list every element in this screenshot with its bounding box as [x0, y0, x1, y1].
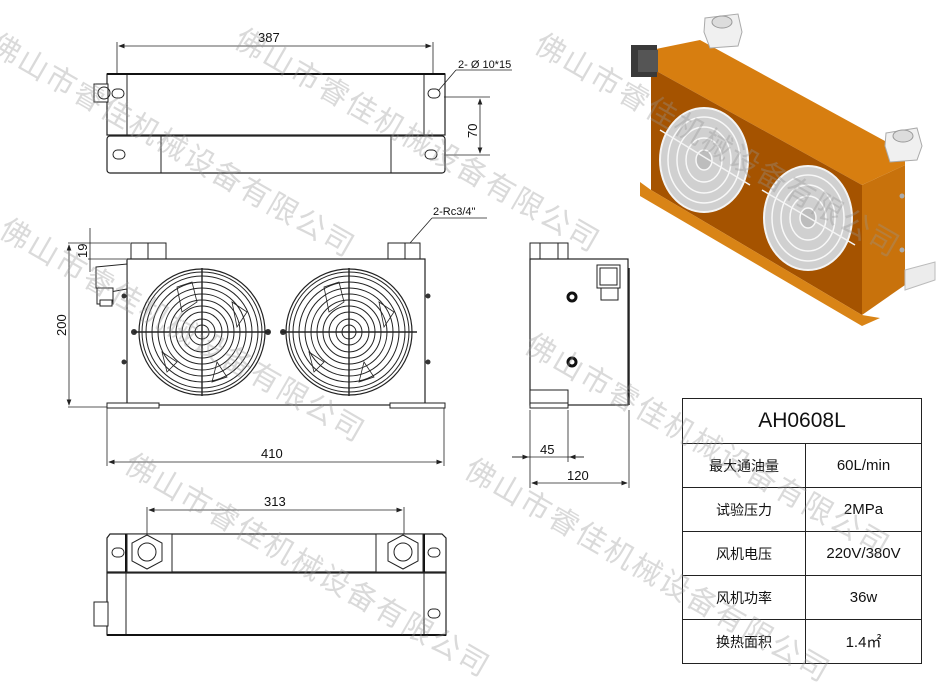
spec-row: 风机电压 220V/380V	[682, 531, 922, 576]
dim-313: 313	[264, 494, 286, 509]
technical-drawing: 387 70 2- Ø 10*15	[54, 13, 936, 636]
dim-410: 410	[261, 446, 283, 461]
spec-value: 220V/380V	[805, 531, 922, 576]
dim-45: 45	[540, 442, 554, 457]
top-view: 387 70 2- Ø 10*15	[93, 30, 512, 174]
spec-row: 风机功率 36w	[682, 575, 922, 620]
spec-value: 1.4㎡	[805, 619, 922, 664]
dim-port-spec: 2-Rc3/4"	[433, 206, 476, 218]
product-render	[631, 13, 936, 326]
spec-title: AH0608L	[682, 398, 922, 444]
spec-value: 60L/min	[805, 443, 922, 488]
dim-120: 120	[567, 468, 589, 483]
spec-value: 36w	[805, 575, 922, 620]
spec-table: AH0608L 最大通油量 60L/min 试验压力 2MPa 风机电压 220…	[682, 398, 922, 664]
side-view: 45 120	[512, 242, 630, 488]
spec-row: 换热面积 1.4㎡	[682, 619, 922, 664]
spec-row: 试验压力 2MPa	[682, 487, 922, 532]
dim-200: 200	[54, 314, 69, 336]
spec-row: 最大通油量 60L/min	[682, 443, 922, 488]
dim-hole-spec: 2- Ø 10*15	[458, 59, 511, 71]
spec-label: 试验压力	[682, 487, 806, 532]
dim-19: 19	[75, 244, 90, 258]
dim-387: 387	[258, 30, 280, 45]
spec-label: 换热面积	[682, 619, 806, 664]
bottom-view: 313	[93, 494, 447, 636]
front-view: 19 200 410 2-Rc3/4"	[54, 206, 487, 466]
spec-value: 2MPa	[805, 487, 922, 532]
spec-label: 风机电压	[682, 531, 806, 576]
dim-70: 70	[465, 124, 480, 138]
spec-label: 最大通油量	[682, 443, 806, 488]
spec-label: 风机功率	[682, 575, 806, 620]
